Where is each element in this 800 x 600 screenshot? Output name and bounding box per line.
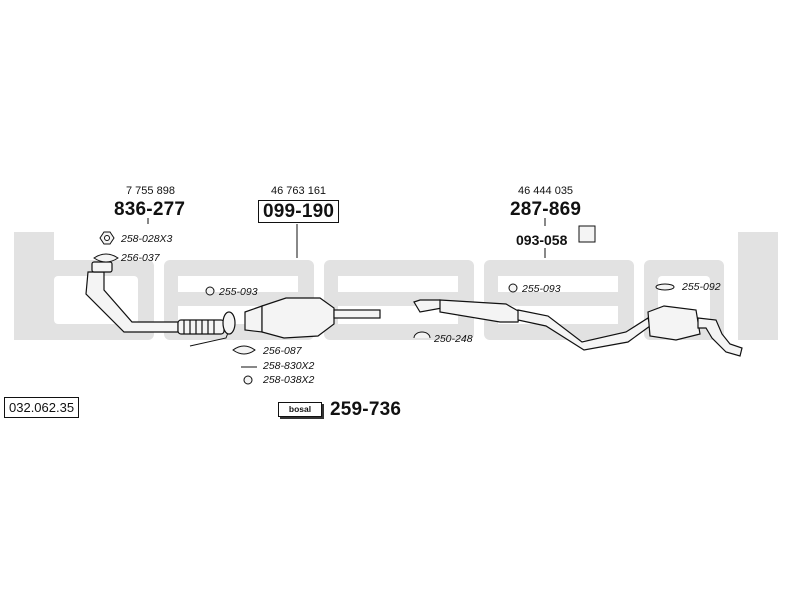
part-number-259-736[interactable]: 259-736 bbox=[330, 399, 402, 420]
label-256-087[interactable]: 256-087 bbox=[263, 345, 302, 357]
mounting-kit-icon bbox=[578, 225, 596, 243]
clamp-icon bbox=[413, 331, 431, 339]
label-258-830x2[interactable]: 258-830X2 bbox=[263, 360, 315, 372]
part-number-mounting-kit[interactable]: 093-058 bbox=[516, 232, 568, 248]
label-258-038x2[interactable]: 258-038X2 bbox=[263, 374, 315, 386]
front-pipe bbox=[85, 261, 236, 335]
rubber-mount-icon bbox=[655, 283, 675, 291]
reference-number: 032.062.35 bbox=[4, 397, 80, 418]
flange-gasket-icon bbox=[232, 345, 256, 355]
label-250-248[interactable]: 250-248 bbox=[434, 333, 473, 345]
label-258-028x3[interactable]: 258-028X3 bbox=[121, 233, 173, 245]
hanger-ring-icon-2 bbox=[508, 283, 518, 293]
spring-nut-icon bbox=[243, 375, 253, 385]
oe-number-1: 7 755 898 bbox=[126, 185, 175, 197]
label-256-037[interactable]: 256-037 bbox=[121, 252, 160, 264]
label-255-093-a[interactable]: 255-093 bbox=[219, 286, 258, 298]
bosal-logo-badge: bosal bbox=[278, 402, 322, 417]
gasket-icon bbox=[93, 253, 119, 263]
oe-number-2: 46 763 161 bbox=[271, 185, 327, 197]
label-255-092[interactable]: 255-092 bbox=[682, 281, 721, 293]
oe-number-3: 46 444 035 bbox=[518, 185, 574, 197]
rear-section bbox=[413, 299, 743, 357]
hanger-ring-icon bbox=[205, 286, 215, 296]
label-255-093-b[interactable]: 255-093 bbox=[522, 283, 561, 295]
part-number-front-pipe[interactable]: 836-277 bbox=[114, 199, 186, 220]
part-number-rear[interactable]: 287-869 bbox=[510, 199, 582, 220]
part-number-catalyst[interactable]: 099-190 bbox=[258, 200, 340, 223]
catalytic-converter bbox=[244, 297, 381, 339]
